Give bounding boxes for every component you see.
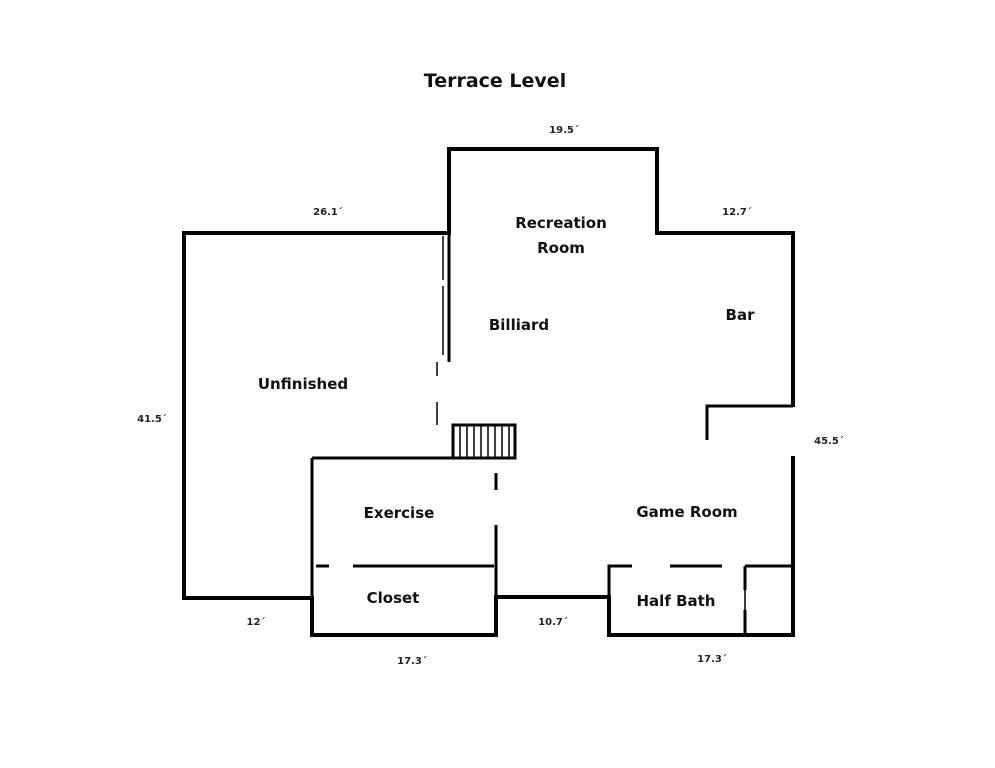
room-labels: Recreation Room Billiard Bar Unfinished … <box>258 214 755 610</box>
room-label-bar: Bar <box>726 306 756 324</box>
dimension-top-right: 12.7´ <box>722 206 752 218</box>
dimension-labels: 19.5´ 26.1´ 12.7´ 41.5´ 45.5´ 12´ 17.3´ … <box>137 124 844 667</box>
stairs <box>451 423 517 460</box>
plan-title: Terrace Level <box>424 70 566 92</box>
dimension-bottom-right: 17.3´ <box>697 653 727 665</box>
interior-walls <box>310 233 793 635</box>
dimension-top-center: 19.5´ <box>549 124 579 136</box>
room-label-billiard: Billiard <box>489 316 549 334</box>
dimension-top-left: 26.1´ <box>313 206 343 218</box>
dimension-left-side: 41.5´ <box>137 413 167 425</box>
room-label-half-bath: Half Bath <box>637 592 716 610</box>
room-label-recreation: Recreation <box>515 214 607 232</box>
room-label-closet: Closet <box>367 589 420 607</box>
dimension-right-side: 45.5´ <box>814 435 844 447</box>
room-label-game-room: Game Room <box>636 503 737 521</box>
room-label-unfinished: Unfinished <box>258 375 348 393</box>
dimension-bottom-left: 12´ <box>247 616 266 628</box>
room-label-exercise: Exercise <box>364 504 435 522</box>
dimension-bottom-closet: 17.3´ <box>397 655 427 667</box>
dimension-bottom-middle: 10.7´ <box>538 616 568 628</box>
room-label-room: Room <box>537 239 585 257</box>
exterior-walls <box>182 147 795 637</box>
